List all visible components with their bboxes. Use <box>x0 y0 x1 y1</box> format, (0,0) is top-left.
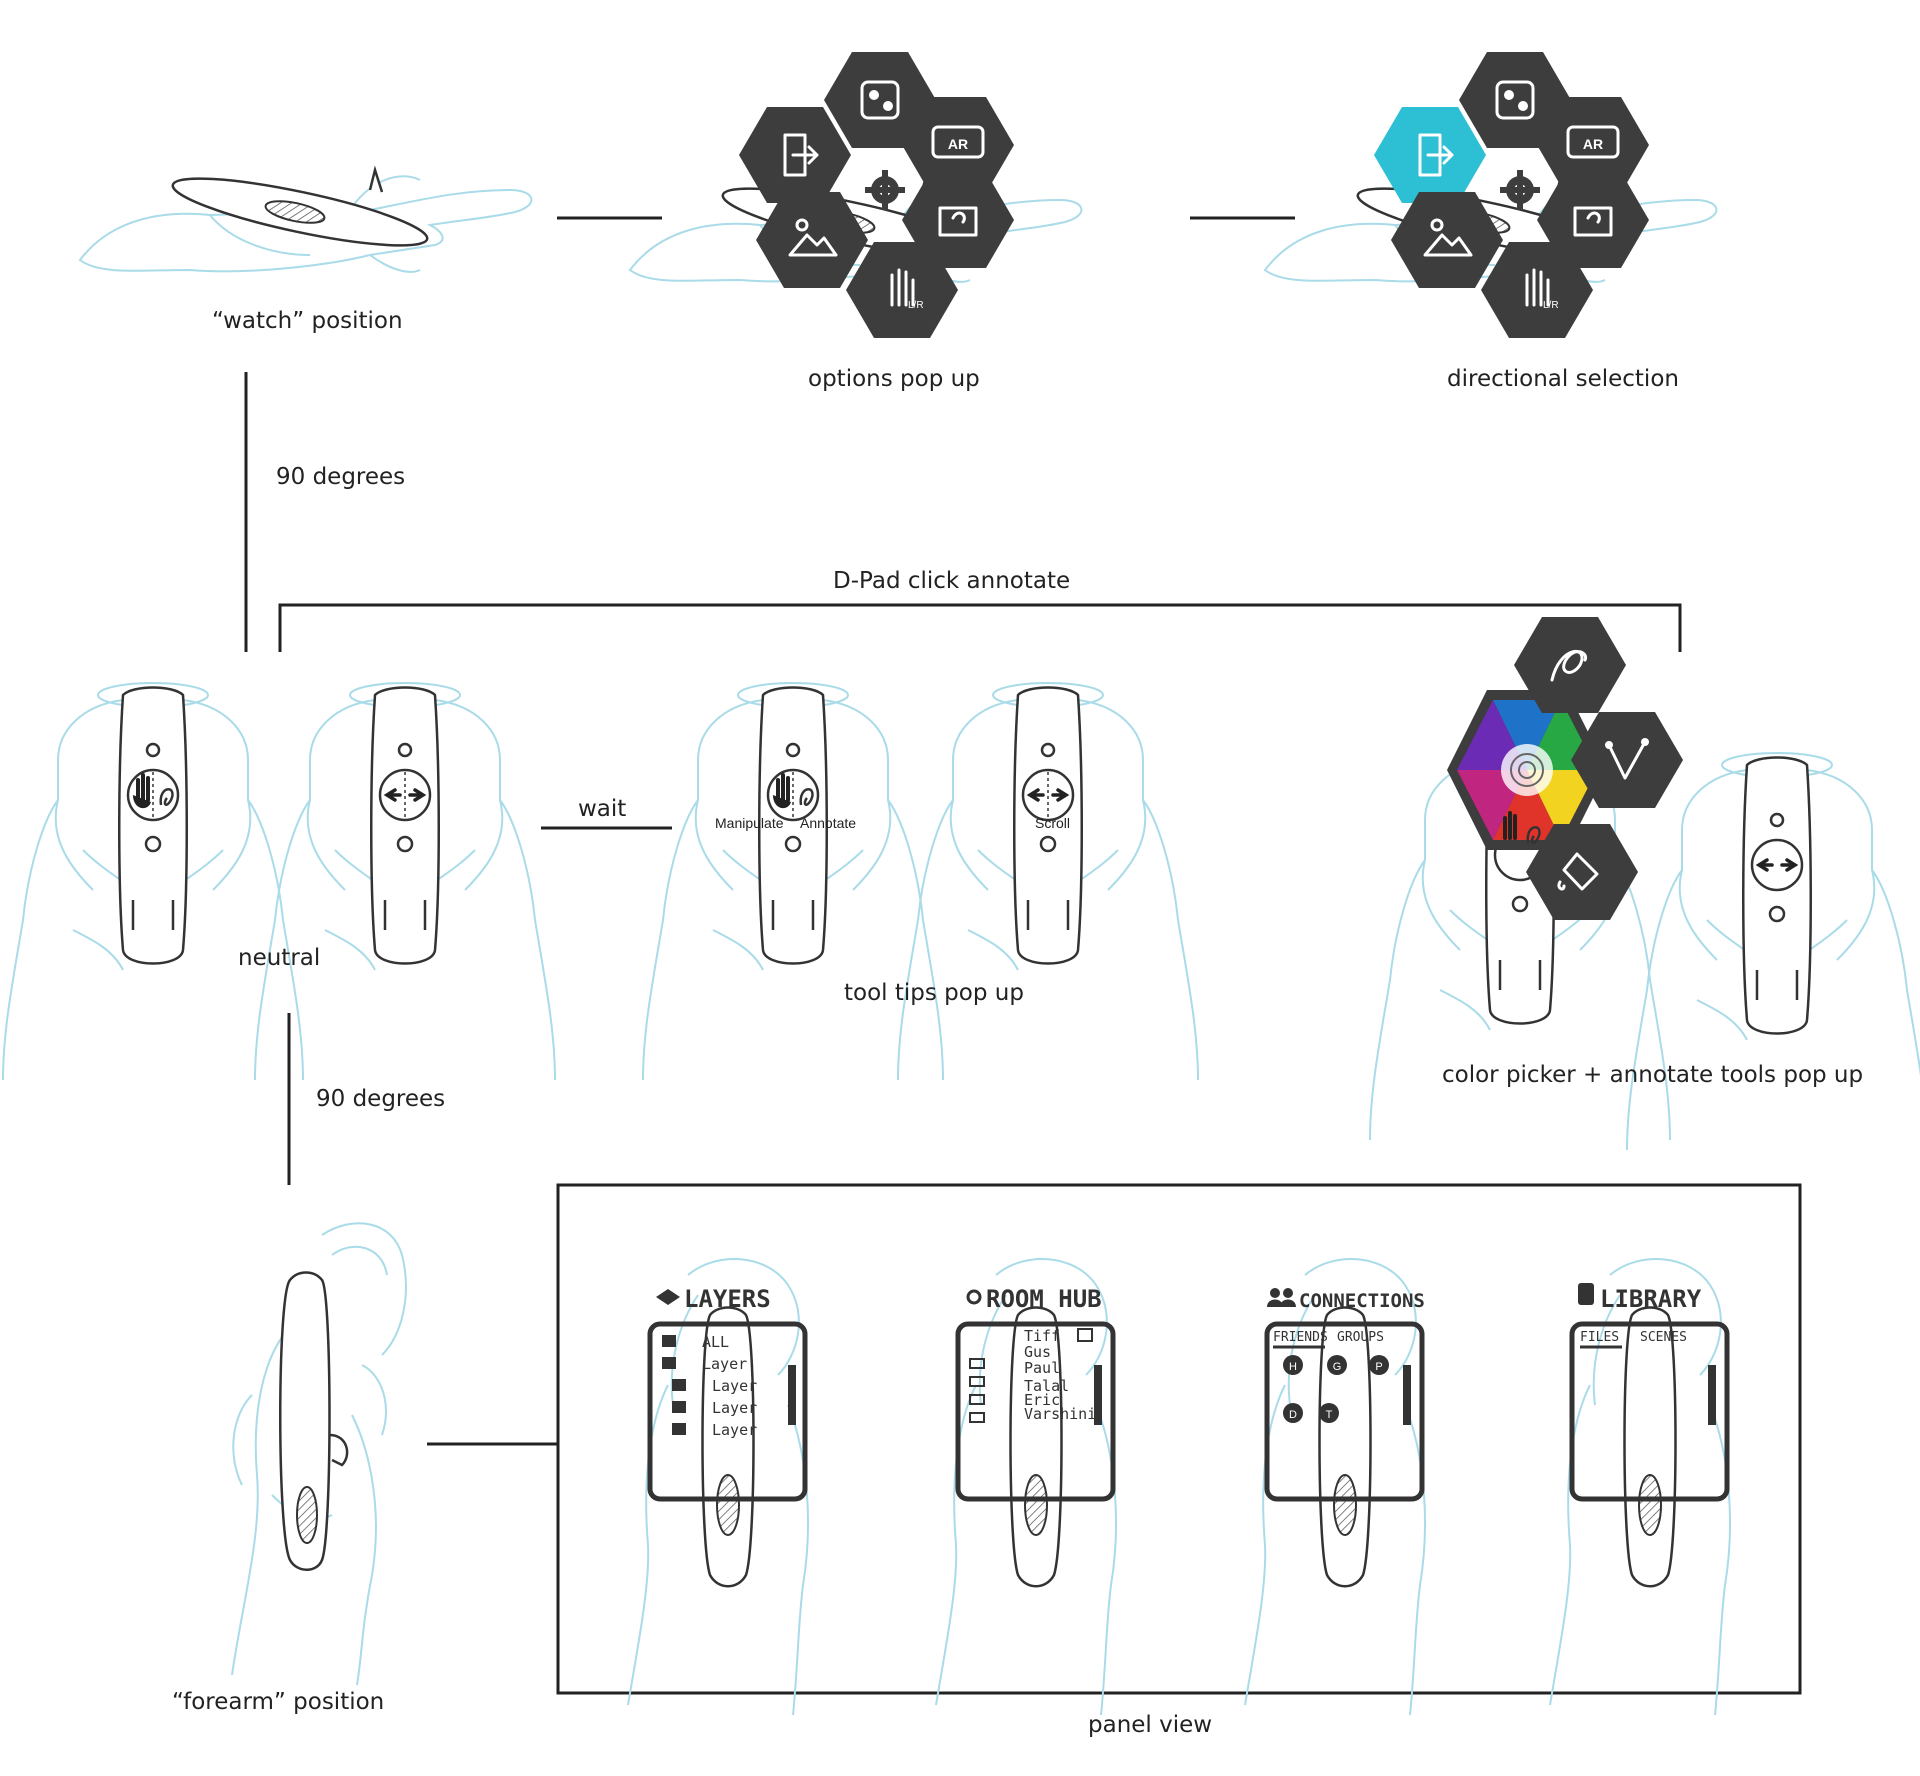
avatar: P <box>1375 1361 1382 1373</box>
tooltip-controller-2 <box>896 681 1200 1082</box>
layer-row: Layer <box>712 1377 757 1395</box>
color-wheel-hex <box>1447 690 1607 850</box>
manipulate-tooltip: Manipulate <box>715 815 784 831</box>
tooltip-controller-1 <box>641 681 945 1082</box>
neutral-label: neutral <box>238 945 321 971</box>
forearm-position-figure <box>230 1222 408 1687</box>
room-member: Tiff <box>1024 1327 1060 1345</box>
layer-row: Layer <box>712 1421 757 1439</box>
gear-icon <box>865 170 905 210</box>
friend-avatars: H G P D T <box>1283 1355 1389 1423</box>
tool-tips-label: tool tips pop up <box>844 980 1024 1006</box>
room-member: Paul <box>1024 1359 1060 1377</box>
ninety-degrees-label: 90 degrees <box>316 1086 446 1112</box>
dpad-bracket <box>278 603 1682 652</box>
layers-title: LAYERS <box>684 1285 771 1313</box>
selected-exit-hex <box>1374 107 1486 203</box>
room-member: Eric <box>1024 1391 1060 1409</box>
avatar: T <box>1326 1409 1333 1421</box>
panel-view-frame <box>556 1183 1802 1695</box>
ar-badge: AR <box>1583 136 1603 152</box>
layer-rows: ALL Layer Layer Layer Layer <box>662 1333 757 1439</box>
room-member: Varshini <box>1024 1405 1096 1423</box>
wait-label: wait <box>578 796 627 822</box>
watch-position-figure <box>78 164 533 274</box>
room-hub-title: ROOM HUB <box>986 1285 1102 1313</box>
room-member: Gus <box>1024 1343 1051 1361</box>
scenes-tab: SCENES <box>1640 1330 1687 1345</box>
ninety-degrees-label: 90 degrees <box>276 464 406 490</box>
avatar: H <box>1289 1361 1297 1373</box>
avatar: G <box>1333 1361 1342 1373</box>
connections-panel: CONNECTIONS FRIENDS GROUPS H G P D T <box>1243 1257 1427 1717</box>
layer-row: Layer <box>702 1355 747 1373</box>
color-picker-label: color picker + annotate tools pop up <box>1442 1062 1864 1088</box>
neutral-controller-1 <box>1 681 305 1082</box>
forearm-position-label: “forearm” position <box>172 1689 385 1715</box>
options-popup-figure: AR L/R <box>628 52 1083 338</box>
annotate-tooltip: Annotate <box>800 815 857 831</box>
connections-title: CONNECTIONS <box>1299 1290 1425 1312</box>
avatar: D <box>1289 1409 1297 1421</box>
layer-row: Layer <box>712 1399 757 1417</box>
draw-tool-hex <box>1514 617 1626 713</box>
watch-position-label: “watch” position <box>212 308 403 334</box>
scroll-tooltip: Scroll <box>1035 815 1071 831</box>
hand-annotate-icon <box>133 773 174 809</box>
layers-panel: LAYERS ALL Layer Layer Layer Layer <box>626 1257 810 1717</box>
ar-badge: AR <box>948 136 968 152</box>
options-popup-label: options pop up <box>808 366 980 392</box>
room-member: Talal <box>1024 1377 1069 1395</box>
fill-tool-hex <box>1526 824 1638 920</box>
library-panel: LIBRARY FILES SCENES <box>1548 1257 1732 1717</box>
dpad-click-annotate-label: D-Pad click annotate <box>833 568 1071 594</box>
groups-tab: GROUPS <box>1337 1330 1384 1345</box>
left-right-arrows-icon <box>383 788 427 802</box>
directional-selection-figure: AR L/R <box>1263 52 1718 338</box>
friends-tab: FRIENDS <box>1273 1330 1328 1345</box>
library-title: LIBRARY <box>1600 1285 1702 1313</box>
directional-selection-label: directional selection <box>1447 366 1679 392</box>
neutral-controller-2 <box>253 681 557 1082</box>
panel-view-label: panel view <box>1088 1712 1213 1738</box>
gear-icon <box>1500 170 1540 210</box>
room-hub-panel: ROOM HUB Tiff Gus Paul Talal Eric Varshi… <box>934 1257 1118 1717</box>
files-tab: FILES <box>1580 1330 1619 1345</box>
grab-badge: L/R <box>1543 300 1559 311</box>
grab-badge: L/R <box>908 300 924 311</box>
color-picker-controller-2 <box>1625 751 1920 1152</box>
layer-row: ALL <box>702 1333 729 1351</box>
line-tool-hex <box>1571 712 1683 808</box>
